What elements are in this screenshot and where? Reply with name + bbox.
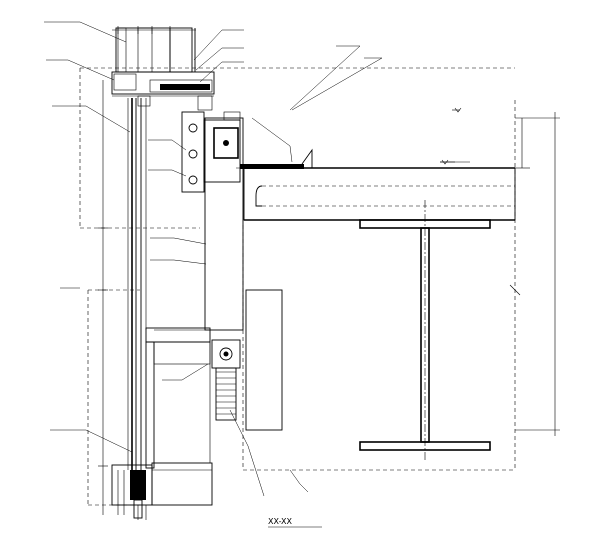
transom-frame: [145, 327, 213, 506]
dimension-lines: [98, 26, 560, 515]
curtain-wall-glazing: [111, 98, 153, 520]
concrete-slab: [236, 148, 516, 221]
boundary-lines: [79, 67, 516, 506]
upper-wall: [111, 27, 215, 111]
steel-bracket: [181, 111, 241, 193]
drawing-caption: XX-XX: [268, 517, 293, 526]
leader-lines: [44, 21, 470, 497]
steel-i-beam: [359, 200, 491, 460]
